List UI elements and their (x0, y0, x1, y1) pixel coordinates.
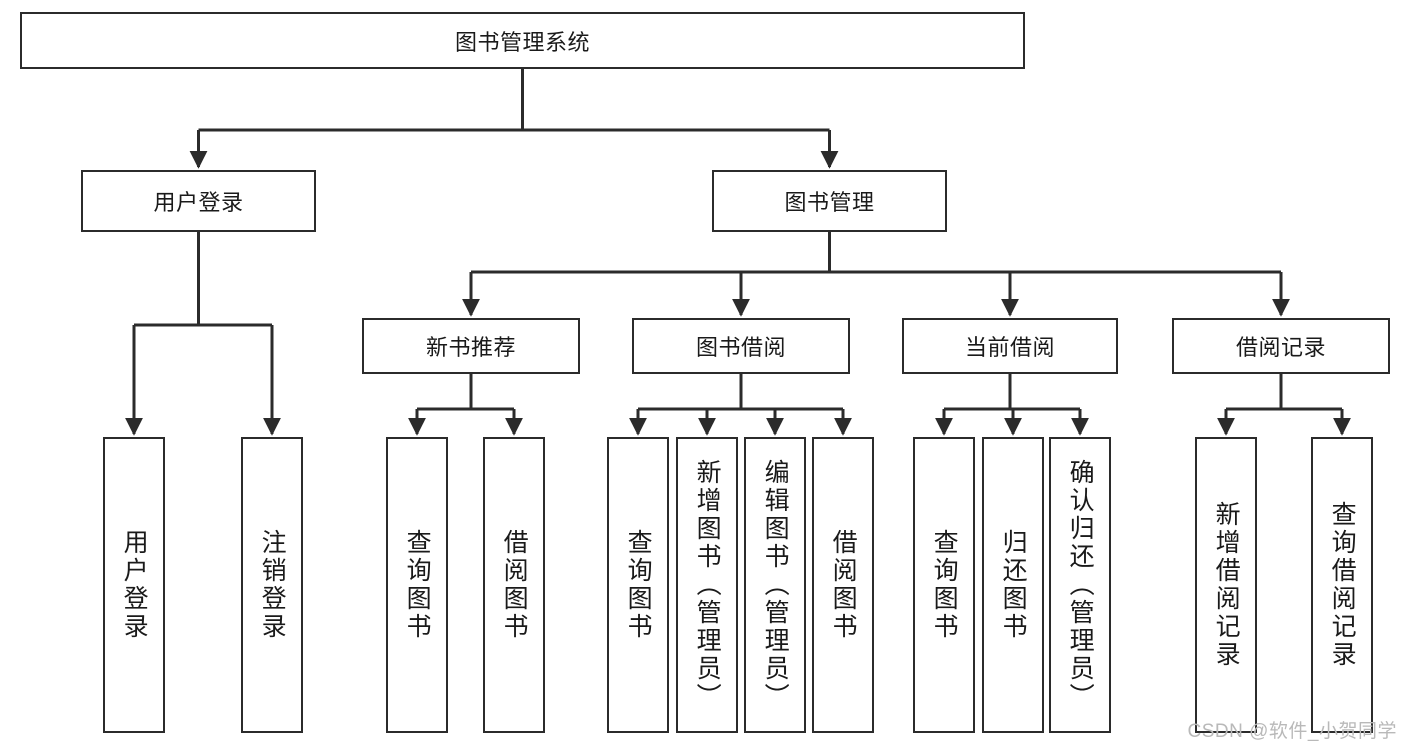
node-label: 用户登录 (120, 529, 149, 641)
node-label: 查询图书 (403, 529, 432, 641)
node-leaf-logout[interactable]: 注销登录 (241, 437, 303, 733)
node-leaf-query-borrow-record[interactable]: 查询借阅记录 (1311, 437, 1373, 733)
node-book-manage[interactable]: 图书管理 (712, 170, 947, 232)
node-user-login[interactable]: 用户登录 (81, 170, 316, 232)
node-label: 用户登录 (153, 190, 244, 215)
node-label: 编辑图书（管理员） (761, 459, 790, 711)
node-leaf-query-book-current[interactable]: 查询图书 (913, 437, 975, 733)
node-label: 查询图书 (624, 529, 653, 641)
node-leaf-edit-book-admin[interactable]: 编辑图书（管理员） (744, 437, 806, 733)
node-label: 查询借阅记录 (1328, 501, 1357, 669)
node-label: 查询图书 (930, 529, 959, 641)
node-leaf-add-borrow-record[interactable]: 新增借阅记录 (1195, 437, 1257, 733)
node-root[interactable]: 图书管理系统 (20, 12, 1025, 69)
node-leaf-borrow-book[interactable]: 借阅图书 (812, 437, 874, 733)
node-book-borrow[interactable]: 图书借阅 (632, 318, 850, 374)
node-label: 图书管理 (784, 190, 875, 215)
node-leaf-add-book-admin[interactable]: 新增图书（管理员） (676, 437, 738, 733)
node-leaf-borrow-book-rec[interactable]: 借阅图书 (483, 437, 545, 733)
node-leaf-return-book[interactable]: 归还图书 (982, 437, 1044, 733)
node-leaf-confirm-return-admin[interactable]: 确认归还（管理员） (1049, 437, 1111, 733)
node-label: 图书管理系统 (454, 29, 590, 55)
node-label: 当前借阅 (964, 335, 1055, 360)
node-new-book-recommend[interactable]: 新书推荐 (362, 318, 580, 374)
node-label: 确认归还（管理员） (1066, 459, 1095, 711)
node-label: 新增借阅记录 (1212, 501, 1241, 669)
node-current-borrow[interactable]: 当前借阅 (902, 318, 1118, 374)
node-label: 借阅记录 (1235, 335, 1326, 360)
node-leaf-query-book-rec[interactable]: 查询图书 (386, 437, 448, 733)
node-leaf-user-login[interactable]: 用户登录 (103, 437, 165, 733)
node-label: 新书推荐 (425, 335, 516, 360)
node-label: 借阅图书 (829, 529, 858, 641)
node-leaf-query-book-borrow[interactable]: 查询图书 (607, 437, 669, 733)
csdn-watermark: CSDN @软件_小贺同学 (1187, 721, 1397, 742)
node-label: 注销登录 (258, 529, 287, 641)
node-label: 新增图书（管理员） (693, 459, 722, 711)
node-borrow-record[interactable]: 借阅记录 (1172, 318, 1390, 374)
node-label: 归还图书 (999, 529, 1028, 641)
node-label: 图书借阅 (695, 335, 786, 360)
node-label: 借阅图书 (500, 529, 529, 641)
